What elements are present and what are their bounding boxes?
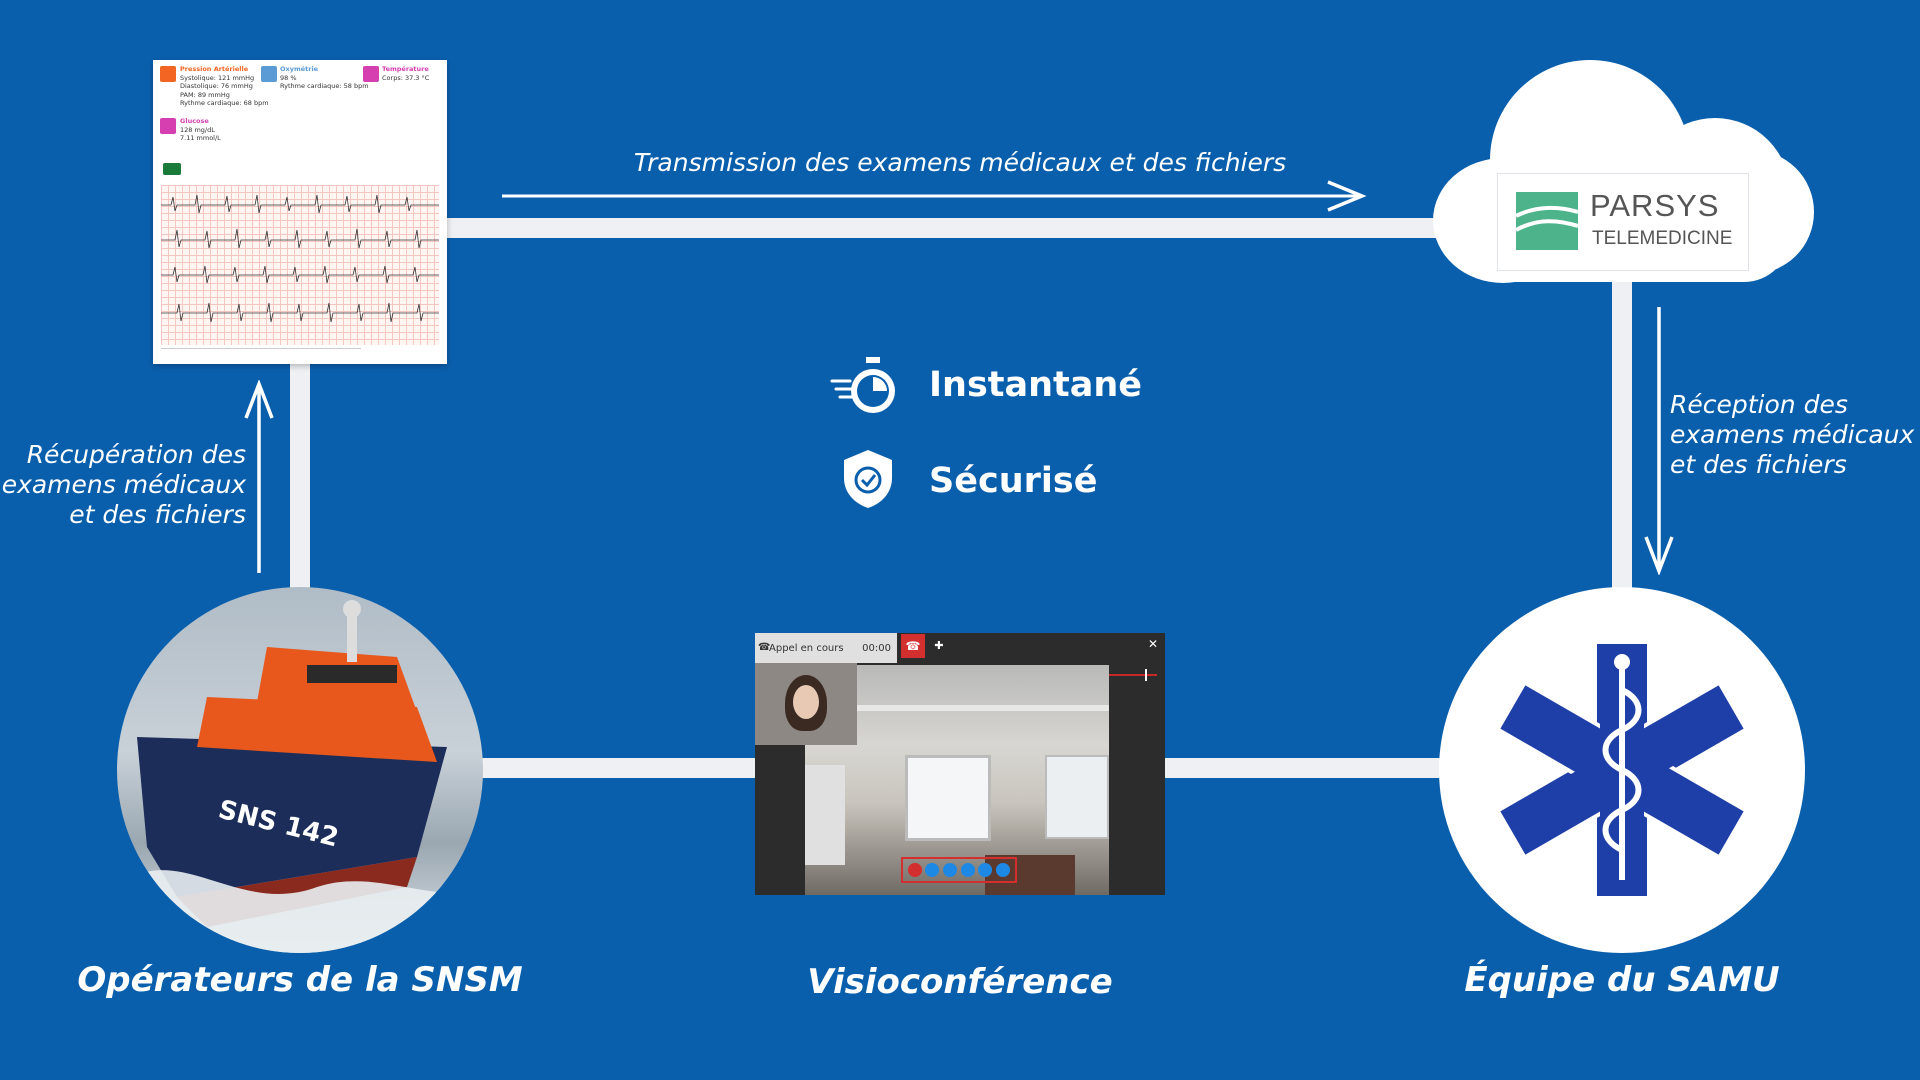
star-of-life-icon xyxy=(1494,640,1750,900)
recuperation-label: Récupération des examens médicaux et des… xyxy=(0,440,246,530)
oximetry-icon xyxy=(261,66,277,82)
local-video-thumbnail xyxy=(755,663,857,745)
feature-instant-label: Instantané xyxy=(929,365,1143,405)
connector-left xyxy=(290,360,310,590)
reception-line-1: Réception des xyxy=(1670,390,1848,419)
screen-control-button[interactable] xyxy=(943,863,958,877)
mic-control-button[interactable] xyxy=(978,863,993,877)
vital-oximetry: Oxymétrie 98 % Rythme cardiaque: 58 bpm xyxy=(280,65,369,90)
recuperation-line-3: et des fichiers xyxy=(69,500,246,529)
reception-line-2: examens médicaux xyxy=(1670,420,1915,449)
parsys-logo-mark xyxy=(1516,192,1578,250)
call-time: 00:00 xyxy=(862,643,891,654)
vital-glucose: Glucose 128 mg/dL 7.11 mmol/L xyxy=(180,117,221,142)
hangup-control-button[interactable] xyxy=(907,863,922,877)
samu-star-of-life xyxy=(1439,587,1805,953)
vital-temperature: Température Corps: 37.3 °C xyxy=(382,65,430,82)
ecg-icon xyxy=(163,163,181,175)
recuperation-line-1: Récupération des xyxy=(26,440,246,469)
report-footer xyxy=(161,348,361,359)
ecg-trace xyxy=(161,185,439,345)
volume-slider[interactable] xyxy=(1095,669,1157,681)
recuperation-line-2: examens médicaux xyxy=(1,470,246,499)
connector-right xyxy=(1612,270,1632,600)
visio-label: Visioconférence xyxy=(807,962,1113,1002)
connector-bottom-right xyxy=(1164,758,1450,778)
feature-secure-label: Sécurisé xyxy=(929,461,1098,501)
camera-control-button[interactable] xyxy=(925,863,940,877)
reception-line-3: et des fichiers xyxy=(1670,450,1847,479)
shield-check-icon xyxy=(844,450,892,508)
arrow-recuperation xyxy=(244,380,274,573)
call-status: Appel en cours xyxy=(769,643,844,654)
temperature-icon xyxy=(363,66,379,82)
add-user-icon[interactable]: ✚ xyxy=(934,639,944,652)
video-window: ☎ Appel en cours 00:00 ☎ ✚ ✕ xyxy=(755,633,1165,895)
stopwatch-icon xyxy=(830,357,895,413)
vital-blood-pressure: Pression Artérielle Systolique: 121 mmHg… xyxy=(180,65,269,107)
glucose-icon xyxy=(160,118,176,134)
call-header: ☎ Appel en cours 00:00 xyxy=(755,633,897,663)
samu-label: Équipe du SAMU xyxy=(1464,960,1780,1000)
arrow-reception xyxy=(1644,307,1674,575)
close-icon[interactable]: ✕ xyxy=(1147,637,1159,651)
arrow-transmission xyxy=(502,180,1367,212)
phone-icon: ☎ xyxy=(758,642,771,653)
call-controls xyxy=(901,857,1017,883)
chat-control-button[interactable] xyxy=(996,863,1011,877)
reception-label: Réception des examens médicaux et des fi… xyxy=(1670,390,1920,480)
pen-control-button[interactable] xyxy=(960,863,975,877)
hangup-button[interactable]: ☎ xyxy=(901,634,925,658)
connector-bottom-left xyxy=(480,758,756,778)
medical-report: Pression Artérielle Systolique: 121 mmHg… xyxy=(153,60,447,364)
snsm-label: Opérateurs de la SNSM xyxy=(77,960,523,1000)
logo-sub: TELEMEDICINE xyxy=(1592,228,1733,249)
logo-brand: PARSYS xyxy=(1590,188,1720,223)
snsm-boat-photo: SNS 142 xyxy=(117,587,483,953)
parsys-logo: PARSYS TELEMEDICINE xyxy=(1497,173,1749,271)
blood-pressure-icon xyxy=(160,66,176,82)
connector-top xyxy=(445,218,1445,238)
transmission-label: Transmission des examens médicaux et des… xyxy=(633,148,1287,177)
